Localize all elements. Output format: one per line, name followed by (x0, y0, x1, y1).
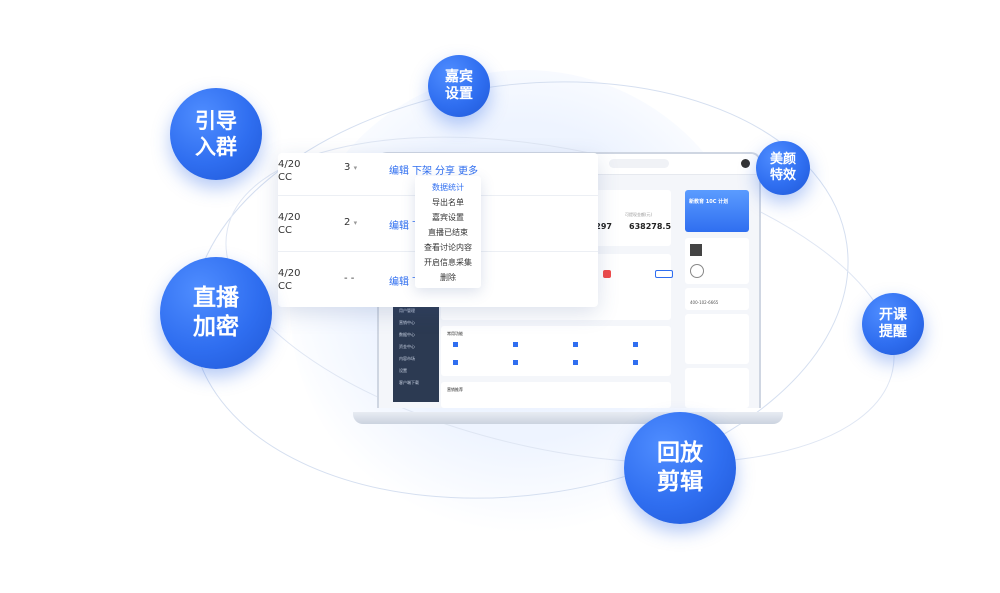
row-count: - - (344, 273, 355, 284)
row-date: 4/20 CC (278, 268, 301, 292)
promo-title: 新教育 10C 计划 (689, 199, 729, 205)
more-dropdown-menu: 数据统计 导出名单 嘉宾设置 直播已结束 查看讨论内容 开启信息采集 删除 (415, 176, 481, 288)
menu-item-delete[interactable]: 删除 (440, 273, 456, 282)
menu-item-export-list[interactable]: 导出名单 (432, 198, 464, 207)
bubble-label: 回放 剪辑 (657, 440, 703, 495)
sidebar-item[interactable]: 营销中心 (399, 320, 415, 325)
sidebar-item[interactable]: 设置 (399, 368, 407, 373)
table-row: 4/20 CC 3 ▾ 编辑 下架 分享 更多 (278, 153, 598, 204)
row-date: 4/20 CC (278, 159, 301, 183)
bubble-label: 引导 入群 (195, 108, 237, 159)
edit-link[interactable]: 编辑 (389, 221, 409, 232)
dashboard-sidebar: 用户管理 营销中心 数据中心 资金中心 内容市场 设置 客户端下载 (393, 292, 439, 402)
function-icon[interactable] (573, 360, 578, 365)
row-count: 3 ▾ (344, 162, 357, 173)
avatar[interactable] (741, 159, 750, 168)
menu-item-info-collection[interactable]: 开启信息采集 (424, 258, 472, 267)
sidebar-item[interactable]: 客户端下载 (399, 380, 419, 385)
more-link[interactable]: 更多 (458, 166, 478, 177)
qrcode-card (685, 238, 749, 284)
chevron-down-icon[interactable]: ▾ (353, 219, 358, 227)
red-badge-icon (603, 270, 611, 278)
contact-card: 400-102-6665 (685, 288, 749, 310)
laptop-base (353, 412, 783, 424)
topbar-search-input[interactable] (609, 159, 669, 168)
bubble-label: 嘉宾 设置 (445, 68, 473, 103)
promo-banner[interactable]: 新教育 10C 计划 (685, 190, 749, 232)
bubble-guest-settings[interactable]: 嘉宾 设置 (428, 55, 490, 117)
row-count-value: 2 (344, 217, 351, 228)
common-functions-card: 常用功能 (441, 326, 671, 376)
bubble-replay-edit[interactable]: 回放 剪辑 (624, 412, 736, 524)
marketing-card: 营销推荐 (441, 382, 671, 408)
edit-link[interactable]: 编辑 (389, 277, 409, 288)
function-icon[interactable] (513, 342, 518, 347)
row-date: 4/20 CC (278, 212, 301, 236)
menu-item-view-discussion[interactable]: 查看讨论内容 (424, 243, 472, 252)
bubble-class-reminder[interactable]: 开课 提醒 (862, 293, 924, 355)
function-icon[interactable] (513, 360, 518, 365)
menu-item-guest-settings[interactable]: 嘉宾设置 (432, 213, 464, 222)
menu-item-data-stats[interactable]: 数据统计 (432, 183, 464, 192)
function-icon[interactable] (573, 342, 578, 347)
qrcode-icon (690, 244, 702, 256)
sidebar-item[interactable]: 用户管理 (399, 308, 415, 313)
unpublish-link[interactable]: 下架 (412, 166, 432, 177)
edit-link[interactable]: 编辑 (389, 166, 409, 177)
bubble-label: 美颜 特效 (769, 151, 796, 183)
bubble-label: 直播 加密 (193, 285, 239, 340)
row-count-value: 3 (344, 162, 351, 173)
stat-value: 638278.5 (629, 222, 672, 231)
stat-label: 可提现金额(元) (625, 212, 653, 217)
sidebar-item[interactable]: 内容市场 (399, 356, 415, 361)
row-count: 2 ▾ (344, 217, 357, 228)
share-link[interactable]: 分享 (435, 166, 455, 177)
menu-item-live-ended[interactable]: 直播已结束 (428, 228, 468, 237)
notice-list-card (685, 368, 749, 408)
bubble-guide-group[interactable]: 引导 入群 (170, 88, 262, 180)
function-icon[interactable] (453, 360, 458, 365)
sidebar-item[interactable]: 数据中心 (399, 332, 415, 337)
chevron-down-icon[interactable]: ▾ (353, 164, 358, 172)
function-icon[interactable] (453, 342, 458, 347)
phone-number: 400-102-6665 (690, 300, 719, 305)
sidebar-item[interactable]: 资金中心 (399, 344, 415, 349)
product-news-card (685, 314, 749, 364)
bubble-beauty-effects[interactable]: 美颜 特效 (756, 141, 810, 195)
bubble-label: 开课 提醒 (879, 306, 907, 341)
function-icon[interactable] (633, 342, 638, 347)
section-title: 常用功能 (447, 331, 463, 336)
app-icon (690, 264, 704, 278)
bubble-live-encrypt[interactable]: 直播 加密 (160, 257, 272, 369)
section-title: 营销推荐 (447, 387, 463, 392)
small-button[interactable] (655, 270, 673, 278)
function-icon[interactable] (633, 360, 638, 365)
